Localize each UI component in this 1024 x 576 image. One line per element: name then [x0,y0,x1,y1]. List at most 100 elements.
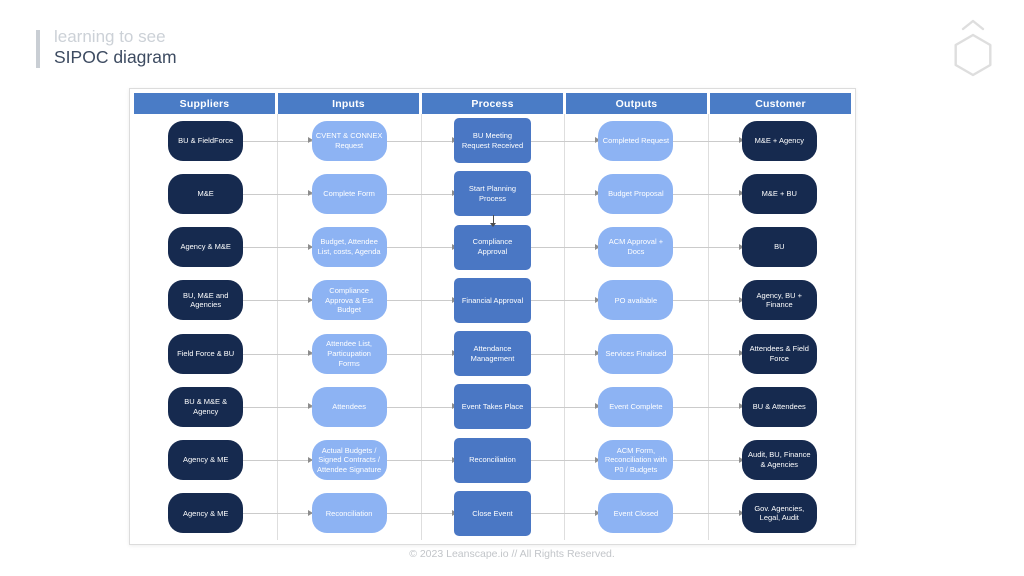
input-cell: Budget, Attendee List, costs, Agenda [242,221,420,274]
arrow-right-icon [672,350,744,357]
column-header-customer: Customer [710,93,851,114]
sipoc-row: M&E Complete Form Start Planning Process… [134,167,851,220]
arrow-right-icon [242,350,314,357]
sipoc-header-row: Suppliers Inputs Process Outputs Custome… [134,93,851,114]
arrow-right-icon [385,296,457,303]
input-node: Budget, Attendee List, costs, Agenda [311,227,387,268]
input-node: Reconciliation [311,493,387,534]
arrow-right-icon [529,243,601,250]
supplier-cell: Agency & ME [134,434,277,487]
customer-node: Gov. Agencies, Legal, Audit [741,493,817,534]
supplier-cell: M&E [134,167,277,220]
leanscape-hexagon-logo-icon [944,16,1002,82]
process-node: Start Planning Process [453,171,531,217]
output-node: Event Closed [598,493,674,534]
input-cell: Attendees [242,380,420,433]
arrow-right-icon [242,456,314,463]
supplier-cell: BU & FieldForce [134,114,277,167]
input-node: Actual Budgets / Signed Contracts / Atte… [311,440,387,481]
arrow-right-icon [385,137,457,144]
process-cell: Close Event [385,487,564,540]
column-divider [277,114,279,540]
process-cell: Reconciliation [385,434,564,487]
output-node: Event Complete [598,386,674,427]
customer-node: BU [741,227,817,268]
supplier-cell: Agency & ME [134,487,277,540]
sipoc-body: BU & FieldForce CVENT & CONNEX Request B… [134,114,851,540]
arrow-right-icon [242,190,314,197]
copyright-text: © 2023 Leanscape.io // All Rights Reserv… [409,548,615,560]
title-block: learning to see SIPOC diagram [36,27,177,69]
supplier-node: BU & M&E & Agency [168,386,244,427]
arrow-right-icon [242,296,314,303]
process-cell: Compliance Approval [385,221,564,274]
output-cell: Budget Proposal [529,167,707,220]
sipoc-row: BU & FieldForce CVENT & CONNEX Request B… [134,114,851,167]
input-node: Compliance Approva & Est Budget [311,280,387,321]
supplier-cell: Field Force & BU [134,327,277,380]
arrow-right-icon [672,403,744,410]
arrow-right-icon [529,296,601,303]
sipoc-diagram: Suppliers Inputs Process Outputs Custome… [129,88,856,545]
arrow-right-icon [385,190,457,197]
page-title: SIPOC diagram [54,47,177,68]
arrow-right-icon [385,456,457,463]
arrow-right-icon [672,190,744,197]
title-accent-bar [36,30,40,68]
supplier-node: M&E [168,173,244,214]
column-divider [420,114,422,540]
customer-node: M&E + BU [741,173,817,214]
arrow-right-icon [529,137,601,144]
output-cell: ACM Approval + Docs [529,221,707,274]
arrow-right-icon [385,509,457,516]
column-divider [564,114,566,540]
eyebrow-text: learning to see [54,27,166,46]
customer-node: Audit, BU, Finance & Agencies [741,440,817,481]
arrow-right-icon [385,243,457,250]
output-cell: Completed Request [529,114,707,167]
supplier-node: Agency & ME [168,493,244,534]
arrow-right-icon [672,137,744,144]
arrow-right-icon [529,190,601,197]
sipoc-row: BU & M&E & Agency Attendees Event Takes … [134,380,851,433]
arrow-right-icon [385,403,457,410]
customer-cell: Audit, BU, Finance & Agencies [672,434,851,487]
process-node: Financial Approval [453,277,531,323]
output-node: ACM Form, Reconciliation with P0 / Budge… [598,440,674,481]
sipoc-row: Agency & ME Reconciliation Close Event E… [134,487,851,540]
process-cell: Financial Approval [385,274,564,327]
output-cell: Services Finalised [529,327,707,380]
process-cell: Event Takes Place [385,380,564,433]
sipoc-row: Agency & M&E Budget, Attendee List, cost… [134,221,851,274]
process-node: Reconciliation [453,437,531,483]
column-header-outputs: Outputs [566,93,707,114]
arrow-right-icon [242,137,314,144]
arrow-right-icon [385,350,457,357]
customer-cell: BU & Attendees [672,380,851,433]
supplier-cell: Agency & M&E [134,221,277,274]
arrow-right-icon [529,509,601,516]
arrow-right-icon [672,456,744,463]
customer-node: M&E + Agency [741,120,817,161]
arrow-right-icon [672,296,744,303]
sipoc-row: BU, M&E and Agencies Compliance Approva … [134,274,851,327]
customer-node: Attendees & Field Force [741,333,817,374]
arrow-right-icon [529,350,601,357]
supplier-cell: BU, M&E and Agencies [134,274,277,327]
column-header-suppliers: Suppliers [134,93,275,114]
arrow-right-icon [242,243,314,250]
column-divider [707,114,709,540]
input-cell: Attendee List, Particupation Forms [242,327,420,380]
supplier-node: BU, M&E and Agencies [168,280,244,321]
customer-cell: BU [672,221,851,274]
arrow-right-icon [529,456,601,463]
process-node: Event Takes Place [453,384,531,430]
input-cell: Complete Form [242,167,420,220]
supplier-cell: BU & M&E & Agency [134,380,277,433]
column-header-inputs: Inputs [278,93,419,114]
process-cell: Attendance Management [385,327,564,380]
process-node: Compliance Approval [453,224,531,270]
process-flow-down-arrow-icon [488,214,498,227]
customer-cell: Agency, BU + Finance [672,274,851,327]
